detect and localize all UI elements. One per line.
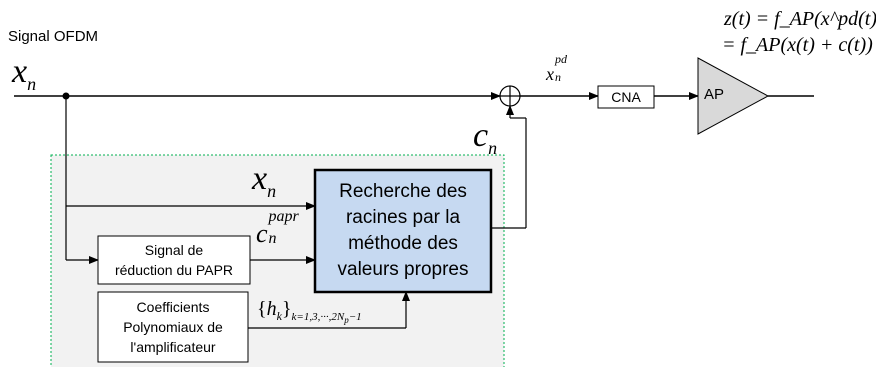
coef-box (97, 291, 249, 363)
eigen-box (313, 168, 493, 294)
equation-line2: = f_AP(x(t) + c(t)) (722, 34, 873, 56)
correction-cn-label: cn (473, 117, 498, 158)
eigen-box-text: Recherche des racines par la méthode des… (337, 181, 469, 280)
ap-label: AP (704, 86, 725, 103)
predistorted-label: x pd n (546, 52, 567, 84)
signal-label: Signal OFDM (8, 28, 99, 45)
coef-box-text: Coefficients Polynomiaux de l'amplificat… (123, 299, 223, 355)
papr-signal-label: c papr n (256, 208, 299, 248)
equation-line1: z(t) = f_AP(x^pd(t)) (724, 8, 876, 30)
cna-box (597, 85, 655, 109)
eigen-input-xn: xn (252, 160, 277, 201)
coef-set-label: {hk}k=1,3,···,2Np−1 (257, 298, 362, 326)
ap-amplifier (697, 57, 770, 135)
papr-box (97, 235, 251, 285)
input-xn-label: xn (12, 53, 37, 94)
papr-box-text: Signal de réduction du PAPR (114, 242, 234, 278)
cna-label: CNA (611, 89, 641, 105)
